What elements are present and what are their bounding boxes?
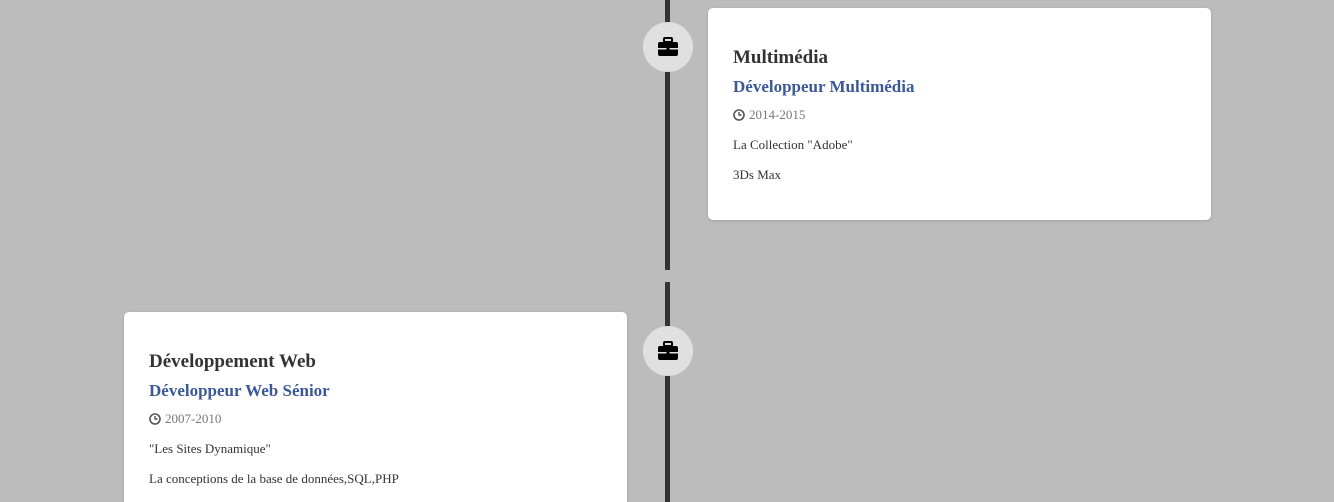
card-subtitle: Développeur Multimédia: [733, 77, 915, 96]
briefcase-icon: [657, 341, 679, 361]
timeline-line-bottom: [665, 282, 670, 502]
clock-icon: [733, 109, 745, 121]
date-text: 2014-2015: [749, 107, 806, 122]
timeline-card: Développement Web Développeur Web Sénior…: [124, 312, 627, 502]
timeline-line-top: [665, 0, 670, 270]
clock-icon: [149, 413, 161, 425]
card-detail-line: La Collection "Adobe": [733, 137, 853, 152]
card-detail-line: La conceptions de la base de données,SQL…: [149, 471, 399, 486]
card-subtitle: Développeur Web Sénior: [149, 381, 330, 400]
card-title: Multimédia: [733, 47, 828, 68]
timeline-card: Multimédia Développeur Multimédia 2014-2…: [708, 8, 1211, 220]
timeline-badge: [643, 326, 693, 376]
timeline-badge: [643, 22, 693, 72]
briefcase-icon: [657, 37, 679, 57]
card-detail-line: "Les Sites Dynamique": [149, 441, 271, 456]
card-date: 2014-2015: [733, 106, 1186, 124]
date-text: 2007-2010: [165, 411, 222, 426]
card-detail-line: 3Ds Max: [733, 167, 782, 182]
card-title: Développement Web: [149, 351, 316, 372]
card-date: 2007-2010: [149, 410, 602, 428]
